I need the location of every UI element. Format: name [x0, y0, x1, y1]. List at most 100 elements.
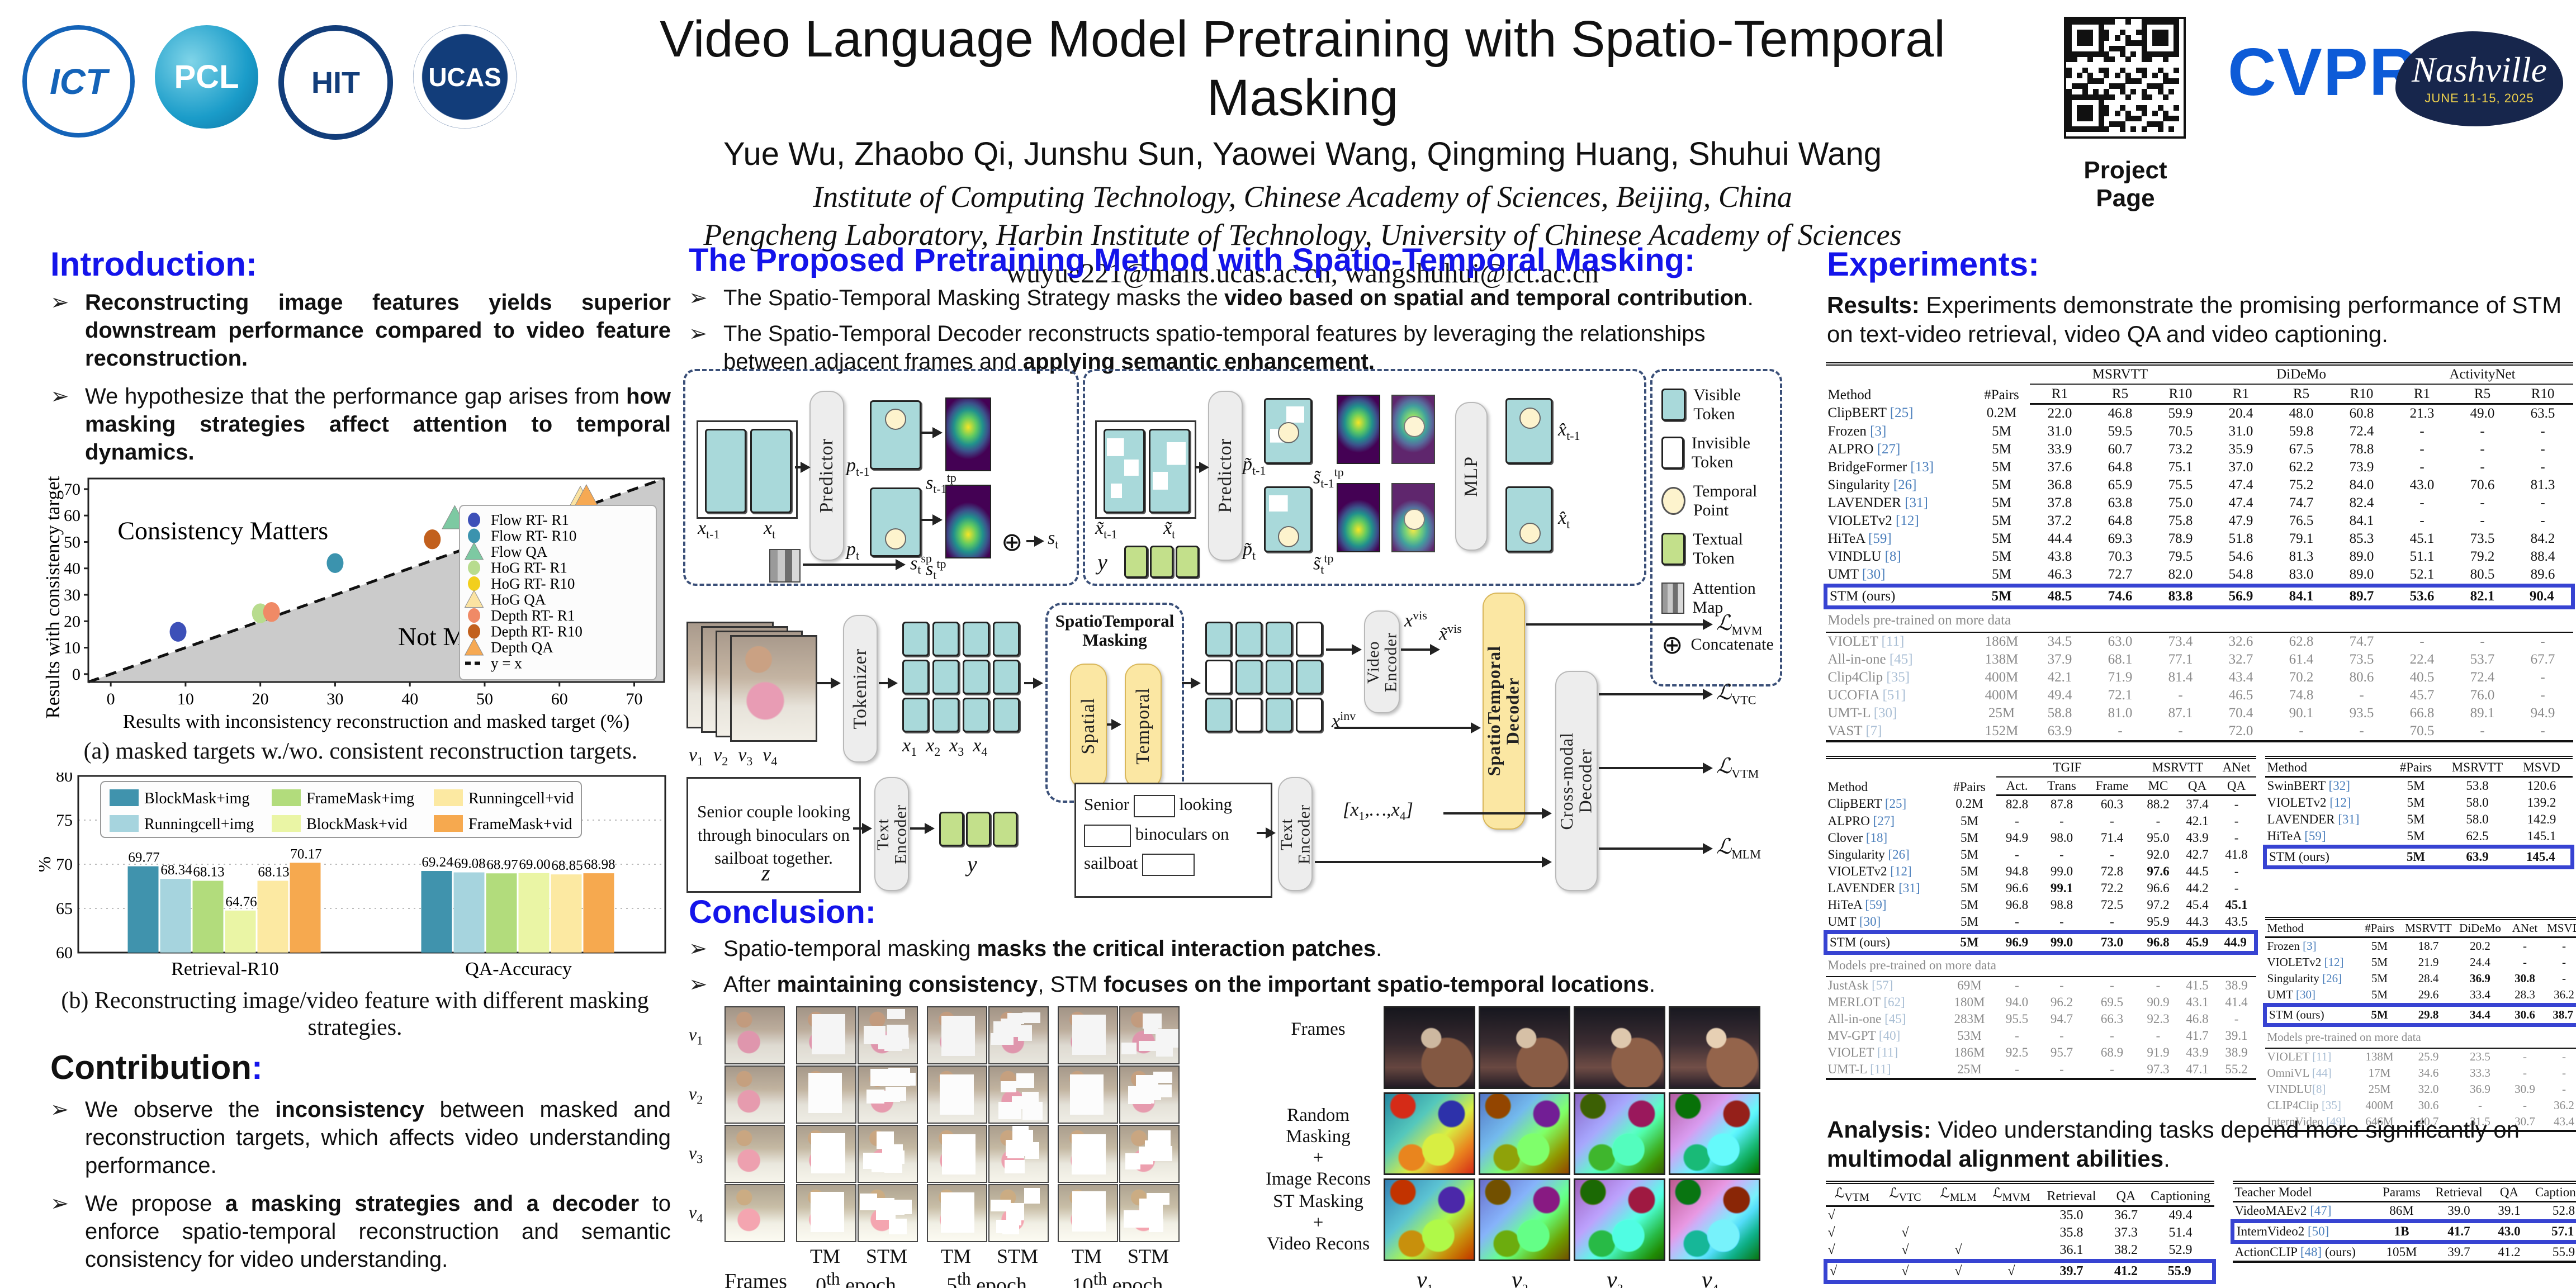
table-cell: VIOLETv2 [12] — [2267, 955, 2344, 969]
ucas-logo: UCAS — [413, 25, 517, 129]
qr-module — [2141, 35, 2147, 41]
qr-module — [2157, 51, 2163, 57]
qr-module — [2087, 35, 2094, 41]
qr-module — [2174, 35, 2180, 41]
table-cell: 92.5 — [2005, 1045, 2029, 1059]
svg-text:BlockMask+img: BlockMask+img — [144, 790, 249, 807]
svg-text:Results with inconsistency rec: Results with inconsistency reconstructio… — [123, 711, 629, 732]
table-cell: √ — [1827, 1225, 1835, 1240]
table-cell: 73.5 — [2470, 531, 2495, 546]
table-cell: 44.2 — [2186, 881, 2209, 895]
invisible-token-icon — [1661, 437, 1684, 469]
table-cell: 98.0 — [2050, 831, 2073, 845]
masked-frame-cell — [858, 1006, 918, 1064]
masked-frame-cell — [1119, 1125, 1180, 1183]
qr-module — [2152, 30, 2158, 36]
table-cell: STM (ours) — [1824, 584, 1974, 609]
table-cell: 37.4 — [2186, 797, 2209, 811]
table-cell: 72.2 — [2100, 881, 2124, 895]
table-header: MSRVTT — [2138, 757, 2217, 778]
qr-module — [2077, 116, 2083, 122]
table-cell: 99.0 — [2050, 864, 2073, 878]
table-cell: 81.3 — [2530, 477, 2555, 493]
arrow — [1326, 644, 1362, 655]
qr-module — [2098, 94, 2104, 100]
table-cell: VIOLET [11] — [1827, 1045, 1898, 1059]
table-cell: 31.0 — [2047, 424, 2072, 439]
qr-module — [2087, 105, 2094, 111]
table-cell: 97.3 — [2147, 1062, 2170, 1076]
text-encoder-box-2: Text Encoder — [1277, 777, 1313, 891]
table-cell: 54.6 — [2228, 549, 2253, 564]
masked-frame-cell — [988, 1006, 1049, 1064]
table-cell: 646M — [2365, 1115, 2394, 1128]
qr-module — [2163, 78, 2169, 84]
qr-module — [2174, 30, 2180, 36]
table-cell: 89.0 — [2349, 567, 2374, 582]
table-cell: 0.2M — [1986, 405, 2017, 421]
qr-module — [2104, 67, 2110, 73]
p-t-label: pt — [846, 539, 860, 562]
qr-module — [2082, 126, 2088, 132]
table-header: #Pairs — [2357, 918, 2402, 938]
table-cell: 70.2 — [2289, 670, 2314, 685]
mask-patch — [998, 1101, 1022, 1119]
svg-text:0: 0 — [72, 665, 80, 684]
mask-patch — [882, 1090, 901, 1102]
heatmap-thumb — [1479, 1092, 1570, 1175]
arrow — [910, 823, 935, 834]
qr-module — [2125, 35, 2131, 41]
qr-module — [2152, 73, 2158, 79]
reconstructed-token — [1505, 398, 1552, 464]
table-cell: 62.8 — [2289, 634, 2314, 649]
table-cell: - — [2523, 1098, 2527, 1112]
affiliation-2: Pengcheng Laboratory, Harbin Institute o… — [703, 218, 1902, 252]
table-cell: 5M — [2371, 988, 2388, 1001]
contribution-bullets: ➢We observe the inconsistency between ma… — [50, 1096, 671, 1273]
bullet-arrow-icon: ➢ — [689, 936, 708, 961]
qr-module — [2120, 83, 2126, 89]
mask-patch — [888, 1068, 910, 1086]
qr-module — [2082, 67, 2088, 73]
arrow — [1443, 808, 1552, 819]
qr-module — [2109, 19, 2115, 25]
visible-token — [902, 660, 929, 694]
table-cell: 45.9 — [2177, 930, 2217, 955]
table-cell: 5M — [1973, 584, 2030, 609]
qr-module — [2082, 83, 2088, 89]
qr-module — [2152, 40, 2158, 46]
table-header: Captioning — [2147, 1182, 2214, 1207]
table-cell: 21.3 — [2409, 406, 2435, 421]
qr-module — [2104, 73, 2110, 79]
table-cell: 70.6 — [2470, 477, 2495, 493]
table-cell: - — [2110, 814, 2114, 828]
qr-module — [2087, 73, 2094, 79]
heatmap-thumb — [1384, 1092, 1475, 1175]
qr-module — [2168, 19, 2174, 25]
x-tilde-t-1-label: x̃t-1 — [1095, 518, 1117, 541]
table-cell: 37.9 — [2047, 652, 2072, 667]
table-cell: 59.8 — [2289, 424, 2314, 439]
table-cell: 63.8 — [2108, 495, 2133, 510]
table-cell: 60.8 — [2349, 406, 2374, 421]
table-cell: - — [2478, 1098, 2482, 1112]
qr-module — [2136, 30, 2142, 36]
table-cell: - — [2015, 1062, 2019, 1076]
table-cell: 63.9 — [2047, 723, 2072, 738]
heatmap-thumb — [1574, 1092, 1665, 1175]
visible-token — [1266, 698, 1292, 732]
table-cell: 35.0 — [2059, 1208, 2083, 1223]
table-cell: 283M — [1954, 1012, 1985, 1026]
table-header: R1 — [2029, 384, 2090, 405]
table-header: ℒVTC — [1878, 1182, 1932, 1207]
results-text: Results: Experiments demonstrate the pro… — [1827, 292, 2562, 347]
table-cell: UMT [30] — [2267, 988, 2316, 1001]
table-cell: 25M — [1957, 1062, 1982, 1076]
table-cell: 25M — [1988, 705, 2015, 721]
qr-module — [2093, 78, 2099, 84]
